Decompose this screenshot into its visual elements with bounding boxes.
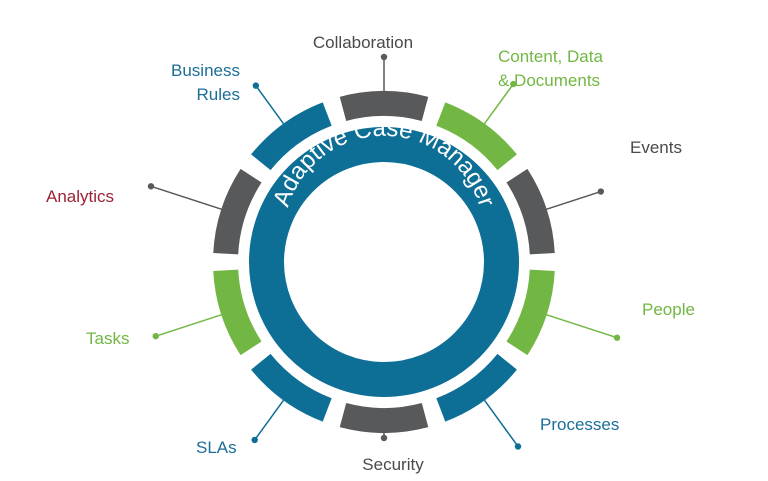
label-processes: Processes — [540, 415, 619, 434]
leader-line-business-rules — [255, 85, 285, 125]
leader-line-processes — [483, 399, 519, 447]
label-line-content: Content, Data — [498, 47, 603, 66]
label-line-security: Security — [362, 455, 424, 474]
leader-line-slas — [254, 399, 285, 441]
label-collaboration: Collaboration — [313, 33, 413, 52]
label-line-analytics: Analytics — [46, 187, 114, 206]
segment-security — [339, 403, 429, 433]
leader-dot-tasks — [152, 332, 159, 340]
leader-dot-people — [613, 334, 621, 341]
segment-slas — [251, 353, 332, 422]
center-hole — [285, 163, 483, 361]
label-events: Events — [630, 138, 682, 157]
segment-business-rules — [251, 102, 332, 171]
label-content: Content, Data & Documents — [498, 47, 603, 90]
label-line-business-rules: Business — [171, 61, 240, 80]
label-line-business-rules: Rules — [197, 85, 240, 104]
label-line-collaboration: Collaboration — [313, 33, 413, 52]
segment-analytics — [213, 168, 262, 255]
leader-dot-slas — [251, 436, 258, 444]
leader-dot-processes — [514, 443, 522, 450]
label-line-slas: SLAs — [196, 438, 237, 457]
label-line-processes: Processes — [540, 415, 619, 434]
leader-lines — [147, 53, 621, 450]
central-ring — [249, 127, 519, 397]
segment-tasks — [213, 269, 262, 356]
label-slas: SLAs — [196, 438, 237, 457]
outer-segments — [213, 91, 555, 433]
label-line-people: People — [642, 300, 695, 319]
leader-dot-business-rules — [252, 82, 260, 89]
leader-line-content — [483, 83, 514, 125]
leader-dot-collaboration — [380, 53, 388, 61]
leader-line-tasks — [155, 314, 222, 337]
leader-dot-security — [380, 434, 388, 442]
leader-dot-content — [510, 80, 517, 88]
label-line-tasks: Tasks — [86, 329, 129, 348]
leader-line-people — [546, 314, 618, 339]
label-tasks: Tasks — [86, 329, 129, 348]
label-people: People — [642, 300, 695, 319]
leader-dot-analytics — [147, 183, 155, 190]
label-line-events: Events — [630, 138, 682, 157]
segment-content — [436, 102, 517, 171]
label-security: Security — [362, 455, 424, 474]
segment-events — [506, 168, 555, 255]
label-analytics: Analytics — [46, 187, 114, 206]
label-line-content: & Documents — [498, 71, 600, 90]
segment-processes — [436, 353, 517, 422]
leader-dot-events — [597, 188, 605, 195]
leader-line-analytics — [150, 185, 222, 210]
leader-line-events — [546, 190, 602, 210]
segment-people — [506, 269, 555, 356]
segment-collaboration — [339, 91, 429, 121]
